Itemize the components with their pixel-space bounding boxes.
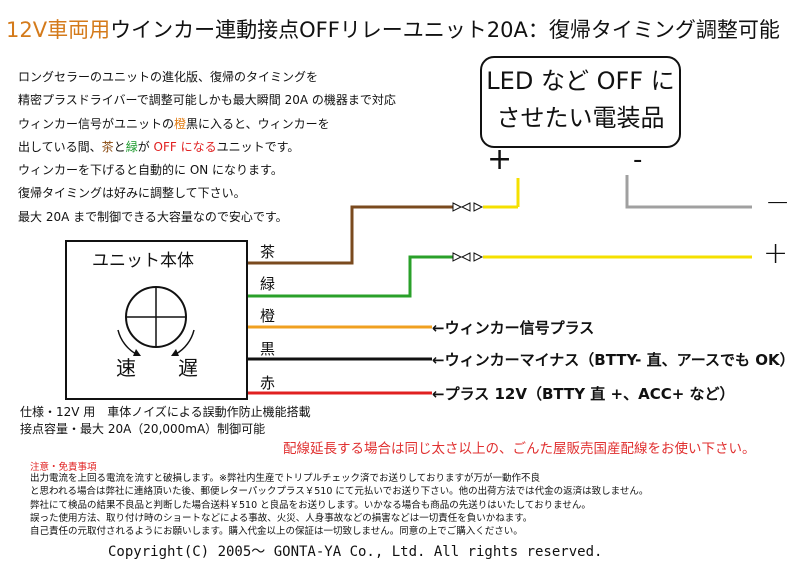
desc-line-7: 最大 20A まで制御できる大容量なので安心です。 [18, 209, 288, 224]
signal-red-label: ←プラス 12V（BTTY 直 +、ACC+ など） [432, 385, 735, 403]
notice-body: 出力電流を上回る電流を流すと破損します。※弊社内生産でトリプルチェック済でお送り… [30, 472, 648, 538]
signal-orange-label: ←ウィンカー信号プラス [432, 319, 595, 337]
desc-green-word: 緑 [125, 139, 138, 154]
unit-title: ユニット本体 [92, 251, 194, 271]
desc-line-4: 出している間、茶と緑が OFF になるユニットです。 [18, 136, 396, 159]
electrical-device-box: LED など OFF に させたい電装品 [480, 56, 681, 148]
wire-label-orange: 橙 [260, 307, 276, 325]
desc-text: 出している間、 [18, 139, 102, 154]
wire-label-black: 黒 [260, 340, 276, 358]
notice-line: 自己責任の元取付されるようにお願いします。購入代金以上の保証は一切致しません。同… [30, 526, 523, 538]
connector-icon [452, 202, 484, 262]
desc-line-2: 精密プラスドライバーで調整可能しかも最大瞬間 20A の機器まで対応 [18, 93, 396, 108]
description: ロングセラーのユニットの進化版、復帰のタイミングを 精密プラスドライバーで調整可… [18, 66, 396, 229]
wire-label-red: 赤 [260, 374, 276, 392]
green-wire [248, 255, 453, 298]
desc-text: ユニットです。 [216, 139, 300, 154]
device-minus-wire [625, 175, 752, 209]
desc-black-word: 黒 [186, 116, 199, 131]
signal-black-label: ←ウィンカーマイナス（BTTY- 直、アースでも OK） [432, 351, 795, 369]
device-line-1: LED など OFF に [486, 67, 675, 95]
wire-label-brown: 茶 [260, 243, 276, 261]
spec: 仕様・12V 用 車体ノイズによる誤動作防止機能搭載 接点容量・最大 20A（2… [20, 404, 311, 438]
brown-wire [248, 205, 453, 265]
desc-line-6: 復帰タイミングは好みに調整して下さい。 [18, 186, 246, 201]
desc-text: ウィンカー信号がユニットの [18, 116, 175, 131]
desc-text: が [137, 139, 154, 154]
notice-line: 弊社にて検品の結果不良品と判断した場合送料￥510 と良品をお送りします。いかな… [30, 499, 591, 511]
desc-text: に入ると、ウィンカーを [198, 116, 330, 131]
label-slow: 遅 [178, 356, 198, 380]
desc-brown-word: 茶 [101, 139, 114, 154]
desc-orange-word: 橙 [174, 116, 187, 131]
device-minus: - [633, 145, 643, 175]
rotate-left-arrow [117, 329, 137, 355]
desc-text: と [113, 139, 126, 154]
desc-line-1: ロングセラーのユニットの進化版、復帰のタイミングを [18, 70, 319, 84]
timing-adjust-knob [125, 286, 187, 348]
minus-terminal: − [765, 185, 791, 220]
notice-line: 出力電流を上回る電流を流すと破損します。※弊社内生産でトリプルチェック済でお送り… [30, 473, 540, 484]
spec-line-2: 接点容量・最大 20A（20,000mA）制御可能 [20, 422, 266, 436]
desc-line-3: ウィンカー信号がユニットの橙黒に入ると、ウィンカーを [18, 113, 396, 136]
unit-body [65, 240, 248, 400]
arrow-head-icon [133, 349, 141, 356]
spec-line-1: 仕様・12V 用 車体ノイズによる誤動作防止機能搭載 [20, 405, 311, 419]
desc-line-5: ウィンカーを下げると自動的に ON になります。 [18, 163, 283, 178]
device-line-2: させたい電装品 [496, 104, 665, 132]
copyright: Copyright(C) 2005～ GONTA-YA Co., Ltd. Al… [108, 544, 603, 560]
notice-line: 誤った使用方法、取り付け時のショートなどによる事故、火災、人身事故などの損害など… [30, 512, 533, 524]
arrow-head-icon [171, 349, 179, 356]
page-title: 12V車両用ウインカー連動接点OFFリレーユニット20A：復帰タイミング調整可能 [6, 14, 780, 44]
notice-line: と思われる場合は弊社に連絡頂いた後、郵便レターパックプラス￥510 にて元払いで… [30, 486, 649, 498]
rotate-right-arrow [175, 329, 195, 355]
wiring-warning: 配線延長する場合は同じ太さ以上の、ごんた屋販売国産配線をお使い下さい。 [283, 441, 756, 457]
wire-label-green: 緑 [260, 275, 276, 293]
title-rest: ウインカー連動接点OFFリレーユニット20A：復帰タイミング調整可能 [110, 18, 780, 42]
notice-title: 注意・免責事項 [30, 462, 97, 473]
device-plus: + [487, 142, 513, 177]
title-prefix: 12V車両用 [6, 18, 111, 42]
plus-terminal: + [763, 236, 789, 271]
desc-off-word: OFF になる [153, 139, 217, 154]
label-fast: 速 [116, 356, 136, 380]
